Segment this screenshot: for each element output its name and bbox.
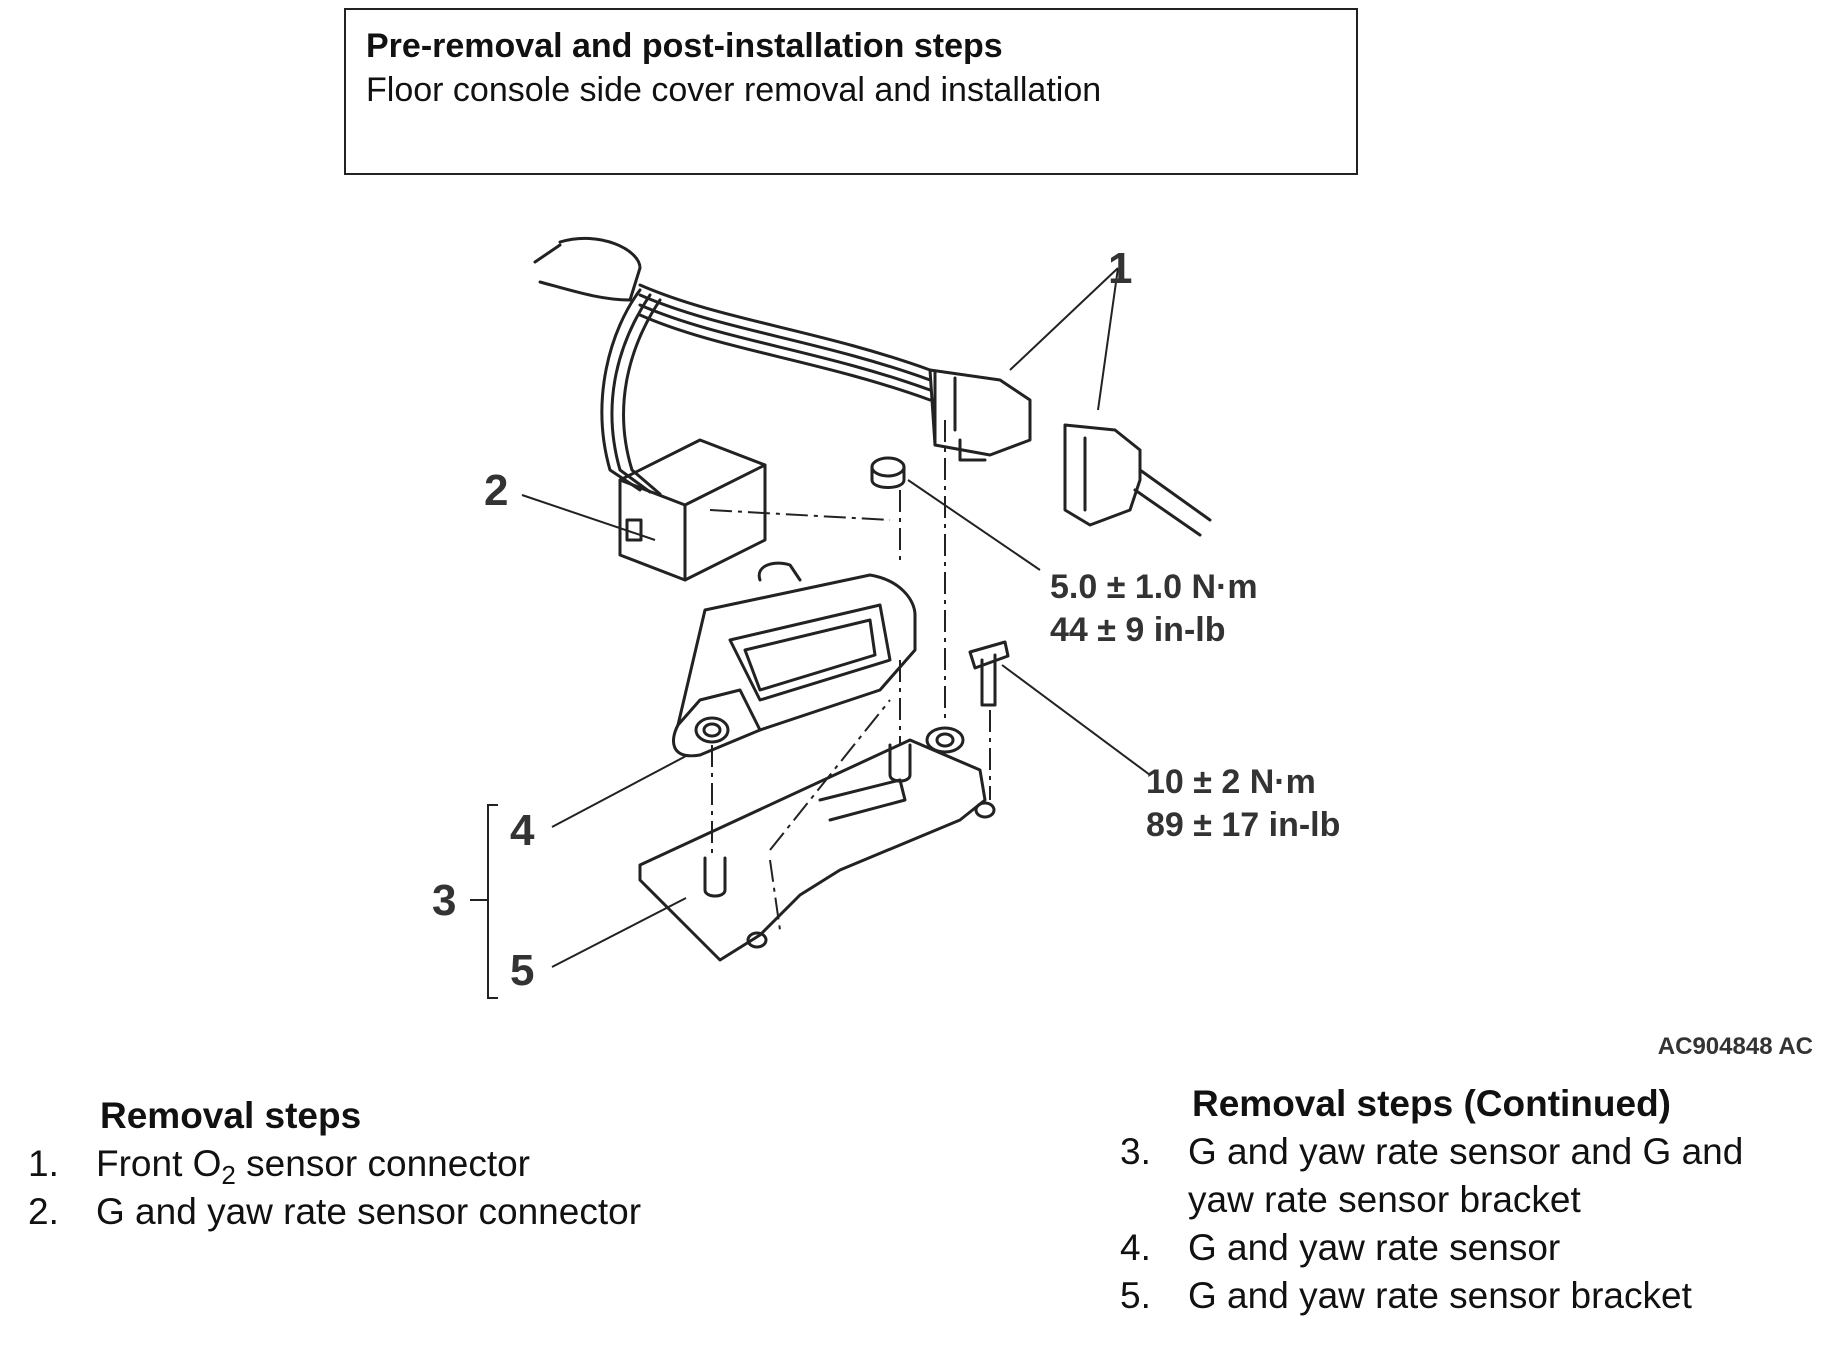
torque-2-imperial: 89 ± 17 in-lb	[1146, 806, 1340, 844]
callout-2: 2	[484, 466, 508, 515]
callout-4: 4	[510, 806, 535, 855]
step-number: 4.	[1120, 1227, 1151, 1268]
front-o2-connector	[928, 368, 1212, 537]
removal-steps-heading: Removal steps	[100, 1095, 362, 1136]
callout-5: 5	[510, 946, 534, 995]
figure-id: AC904848 AC	[1657, 1033, 1813, 1060]
callout-1: 1	[1108, 244, 1132, 293]
callout-3: 3	[432, 876, 456, 925]
leader-5	[551, 897, 687, 968]
list-item: 4. G and yaw rate sensor	[1120, 1224, 1808, 1272]
leader-torque-2	[1001, 664, 1151, 776]
bolt-upper	[870, 456, 906, 489]
leader-torque-1	[907, 479, 1041, 571]
sensor-connector-block	[618, 438, 767, 582]
step-text: G and yaw rate sensor	[1188, 1227, 1561, 1268]
list-item: 2. G and yaw rate sensor connector	[28, 1188, 641, 1236]
leader-2	[521, 494, 656, 541]
step-number: 5.	[1120, 1275, 1151, 1316]
wiring-harness	[533, 236, 932, 496]
pre-removal-box: Pre-removal and post-installation steps …	[344, 8, 1358, 175]
list-item: 5. G and yaw rate sensor bracket	[1120, 1272, 1808, 1320]
removal-steps: Removal steps 1. Front O2 sensor connect…	[28, 1092, 641, 1236]
leader-4	[551, 755, 687, 828]
step-number: 3.	[1120, 1131, 1151, 1172]
removal-steps-continued: Removal steps (Continued) 3. G and yaw r…	[1120, 1080, 1808, 1320]
step-number: 2.	[28, 1191, 59, 1232]
leader-1b	[1097, 267, 1119, 411]
exploded-diagram: 1 2 3 4 5 5.0 ± 1.0 N·m 44 ± 9 in-lb 10 …	[432, 236, 1340, 999]
torque-1-metric: 5.0 ± 1.0 N·m	[1050, 568, 1258, 606]
list-item: 3. G and yaw rate sensor and G and yaw r…	[1120, 1128, 1808, 1224]
step-text: Front O2 sensor connector	[96, 1143, 530, 1190]
pre-removal-subtitle: Floor console side cover removal and ins…	[366, 71, 1102, 109]
bolt-lower	[968, 640, 1010, 707]
yaw-rate-sensor	[671, 561, 917, 758]
sensor-bracket	[638, 726, 996, 962]
torque-1-imperial: 44 ± 9 in-lb	[1050, 611, 1225, 649]
bracket-3	[487, 804, 498, 999]
step-text: G and yaw rate sensor bracket	[1188, 1275, 1692, 1316]
step-number: 1.	[28, 1143, 59, 1184]
pre-removal-title: Pre-removal and post-installation steps	[366, 27, 1003, 65]
step-text: G and yaw rate sensor connector	[96, 1191, 642, 1232]
step-text: G and yaw rate sensor and G and yaw rate…	[1188, 1131, 1744, 1220]
list-item: 1. Front O2 sensor connector	[28, 1140, 641, 1188]
torque-2-metric: 10 ± 2 N·m	[1146, 763, 1316, 801]
removal-steps-continued-heading: Removal steps (Continued)	[1192, 1083, 1671, 1124]
leader-1a	[1009, 267, 1119, 371]
